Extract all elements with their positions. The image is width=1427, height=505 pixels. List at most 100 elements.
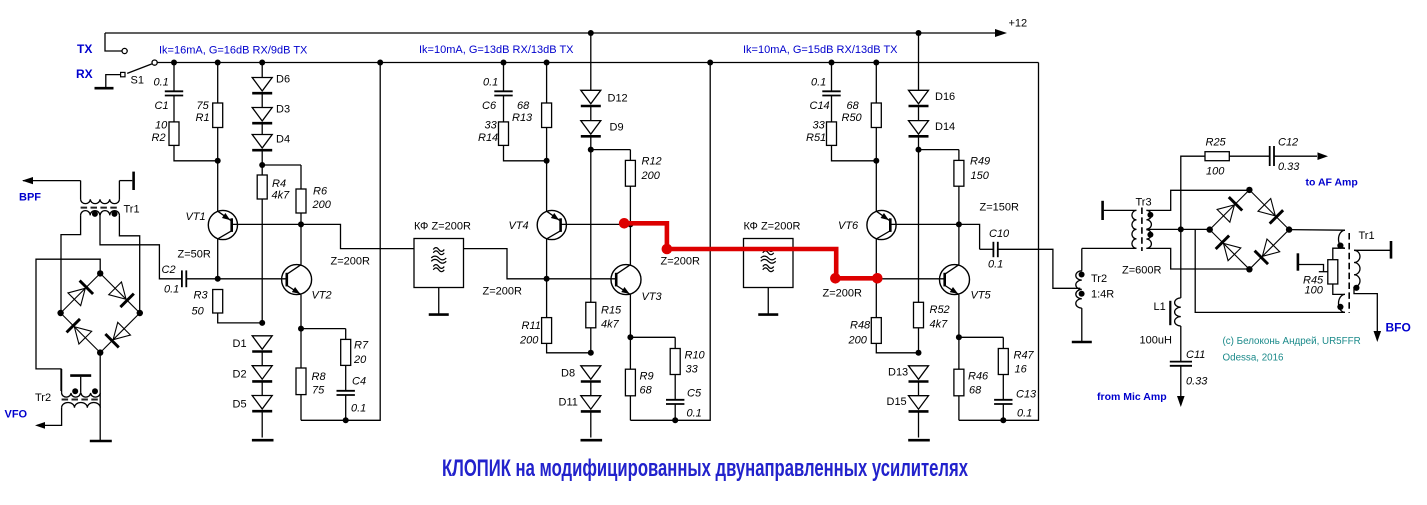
svg-text:КФ Z=200R: КФ Z=200R <box>744 221 801 233</box>
svg-text:C14: C14 <box>810 100 830 112</box>
svg-text:D11: D11 <box>559 397 578 409</box>
svg-text:0.1: 0.1 <box>351 403 366 415</box>
svg-text:R45: R45 <box>1303 275 1324 287</box>
svg-text:R46: R46 <box>968 371 989 383</box>
svg-text:VT6: VT6 <box>838 220 859 232</box>
svg-text:D5: D5 <box>233 399 247 411</box>
svg-text:R51: R51 <box>806 132 826 144</box>
svg-text:R50: R50 <box>842 112 863 124</box>
svg-text:D4: D4 <box>276 134 290 146</box>
svg-text:R6: R6 <box>313 186 328 198</box>
svg-text:4k7: 4k7 <box>272 190 291 202</box>
svg-text:0.1: 0.1 <box>154 77 169 89</box>
svg-text:VT1: VT1 <box>186 211 206 223</box>
svg-text:Tr3: Tr3 <box>1136 197 1152 209</box>
svg-text:D12: D12 <box>608 93 628 105</box>
svg-text:S1: S1 <box>131 75 144 87</box>
svg-text:R52: R52 <box>930 304 950 316</box>
svg-text:D2: D2 <box>233 369 247 381</box>
svg-text:BFO: BFO <box>1386 321 1411 335</box>
svg-text:33: 33 <box>686 364 699 376</box>
svg-text:4k7: 4k7 <box>930 319 949 331</box>
svg-text:D9: D9 <box>610 122 624 134</box>
svg-text:Ik=10mA, G=13dB RX/13dB TX: Ik=10mA, G=13dB RX/13dB TX <box>419 44 574 56</box>
svg-text:4k7: 4k7 <box>601 319 620 331</box>
svg-text:Z=200R: Z=200R <box>823 288 862 300</box>
svg-text:100uH: 100uH <box>1140 335 1172 347</box>
svg-text:C2: C2 <box>162 264 176 276</box>
svg-text:R7: R7 <box>354 340 369 352</box>
svg-text:20: 20 <box>353 354 367 366</box>
svg-text:from Mic Amp: from Mic Amp <box>1097 391 1167 403</box>
svg-text:L1: L1 <box>1154 301 1166 313</box>
svg-text:VFO: VFO <box>5 409 28 421</box>
svg-text:D3: D3 <box>276 104 290 116</box>
svg-text:Ik=10mA, G=15dB RX/13dB TX: Ik=10mA, G=15dB RX/13dB TX <box>743 44 898 56</box>
svg-text:D1: D1 <box>233 338 247 350</box>
svg-text:1:4R: 1:4R <box>1091 289 1114 301</box>
svg-text:to AF Amp: to AF Amp <box>1306 177 1358 189</box>
svg-text:КЛОПИК на модифицированных дву: КЛОПИК на модифицированных двунаправленн… <box>442 455 968 482</box>
svg-text:D13: D13 <box>888 367 908 379</box>
svg-text:C5: C5 <box>687 388 702 400</box>
svg-text:68: 68 <box>969 385 982 397</box>
svg-text:VT5: VT5 <box>971 290 992 302</box>
svg-text:R11: R11 <box>522 320 541 332</box>
svg-text:0.33: 0.33 <box>1186 376 1208 388</box>
svg-text:VT2: VT2 <box>312 290 332 302</box>
svg-text:R1: R1 <box>196 112 210 124</box>
svg-text:R8: R8 <box>312 371 327 383</box>
svg-text:TX: TX <box>77 42 92 56</box>
svg-text:C12: C12 <box>1278 137 1298 149</box>
svg-text:R4: R4 <box>272 178 286 190</box>
svg-text:R15: R15 <box>601 305 622 317</box>
svg-text:R13: R13 <box>512 112 533 124</box>
svg-text:0.1: 0.1 <box>988 259 1003 271</box>
svg-text:Z=200R: Z=200R <box>661 256 700 268</box>
svg-text:200: 200 <box>312 199 332 211</box>
svg-text:68: 68 <box>640 385 653 397</box>
svg-text:D6: D6 <box>276 74 290 86</box>
svg-text:D8: D8 <box>561 368 575 380</box>
svg-text:0.1: 0.1 <box>811 77 826 89</box>
svg-text:Odessa, 2016: Odessa, 2016 <box>1223 353 1285 364</box>
svg-text:100: 100 <box>1305 285 1324 297</box>
svg-text:D14: D14 <box>935 121 955 133</box>
svg-text:33: 33 <box>813 120 826 132</box>
svg-text:200: 200 <box>519 335 539 347</box>
svg-text:R10: R10 <box>685 350 706 362</box>
svg-text:Z=200R: Z=200R <box>483 286 522 298</box>
svg-text:C11: C11 <box>1186 349 1205 361</box>
svg-text:Ik=16mA, G=16dB RX/9dB TX: Ik=16mA, G=16dB RX/9dB TX <box>159 45 308 57</box>
svg-text:C6: C6 <box>482 100 497 112</box>
svg-text:C10: C10 <box>989 228 1010 240</box>
svg-text:Tr2: Tr2 <box>35 392 51 404</box>
svg-text:C4: C4 <box>352 376 366 388</box>
svg-text:R48: R48 <box>850 320 871 332</box>
svg-text:75: 75 <box>312 385 325 397</box>
svg-text:D16: D16 <box>935 91 955 103</box>
svg-text:R12: R12 <box>642 156 662 168</box>
svg-text:50: 50 <box>192 306 205 318</box>
svg-text:0.1: 0.1 <box>483 77 498 89</box>
svg-text:33: 33 <box>485 120 498 132</box>
svg-text:0.1: 0.1 <box>1017 408 1032 420</box>
svg-text:75: 75 <box>197 100 210 112</box>
svg-text:Tr1: Tr1 <box>1359 230 1375 242</box>
svg-text:BPF: BPF <box>19 192 41 204</box>
svg-text:R3: R3 <box>194 290 209 302</box>
svg-text:R2: R2 <box>152 132 166 144</box>
svg-text:68: 68 <box>847 100 860 112</box>
svg-text:R9: R9 <box>640 371 654 383</box>
svg-text:0.1: 0.1 <box>687 408 702 420</box>
svg-text:Tr2: Tr2 <box>1091 273 1107 285</box>
svg-text:R47: R47 <box>1014 350 1035 362</box>
svg-text:Z=150R: Z=150R <box>980 202 1019 214</box>
svg-text:R25: R25 <box>1206 137 1227 149</box>
svg-text:RX: RX <box>76 67 93 81</box>
svg-text:Tr1: Tr1 <box>124 204 140 216</box>
svg-text:+12: +12 <box>1009 18 1028 30</box>
svg-text:200: 200 <box>641 170 661 182</box>
svg-text:VT4: VT4 <box>509 220 529 232</box>
svg-text:(c) Белоконь Андрей, UR5FFR: (c) Белоконь Андрей, UR5FFR <box>1223 336 1361 347</box>
